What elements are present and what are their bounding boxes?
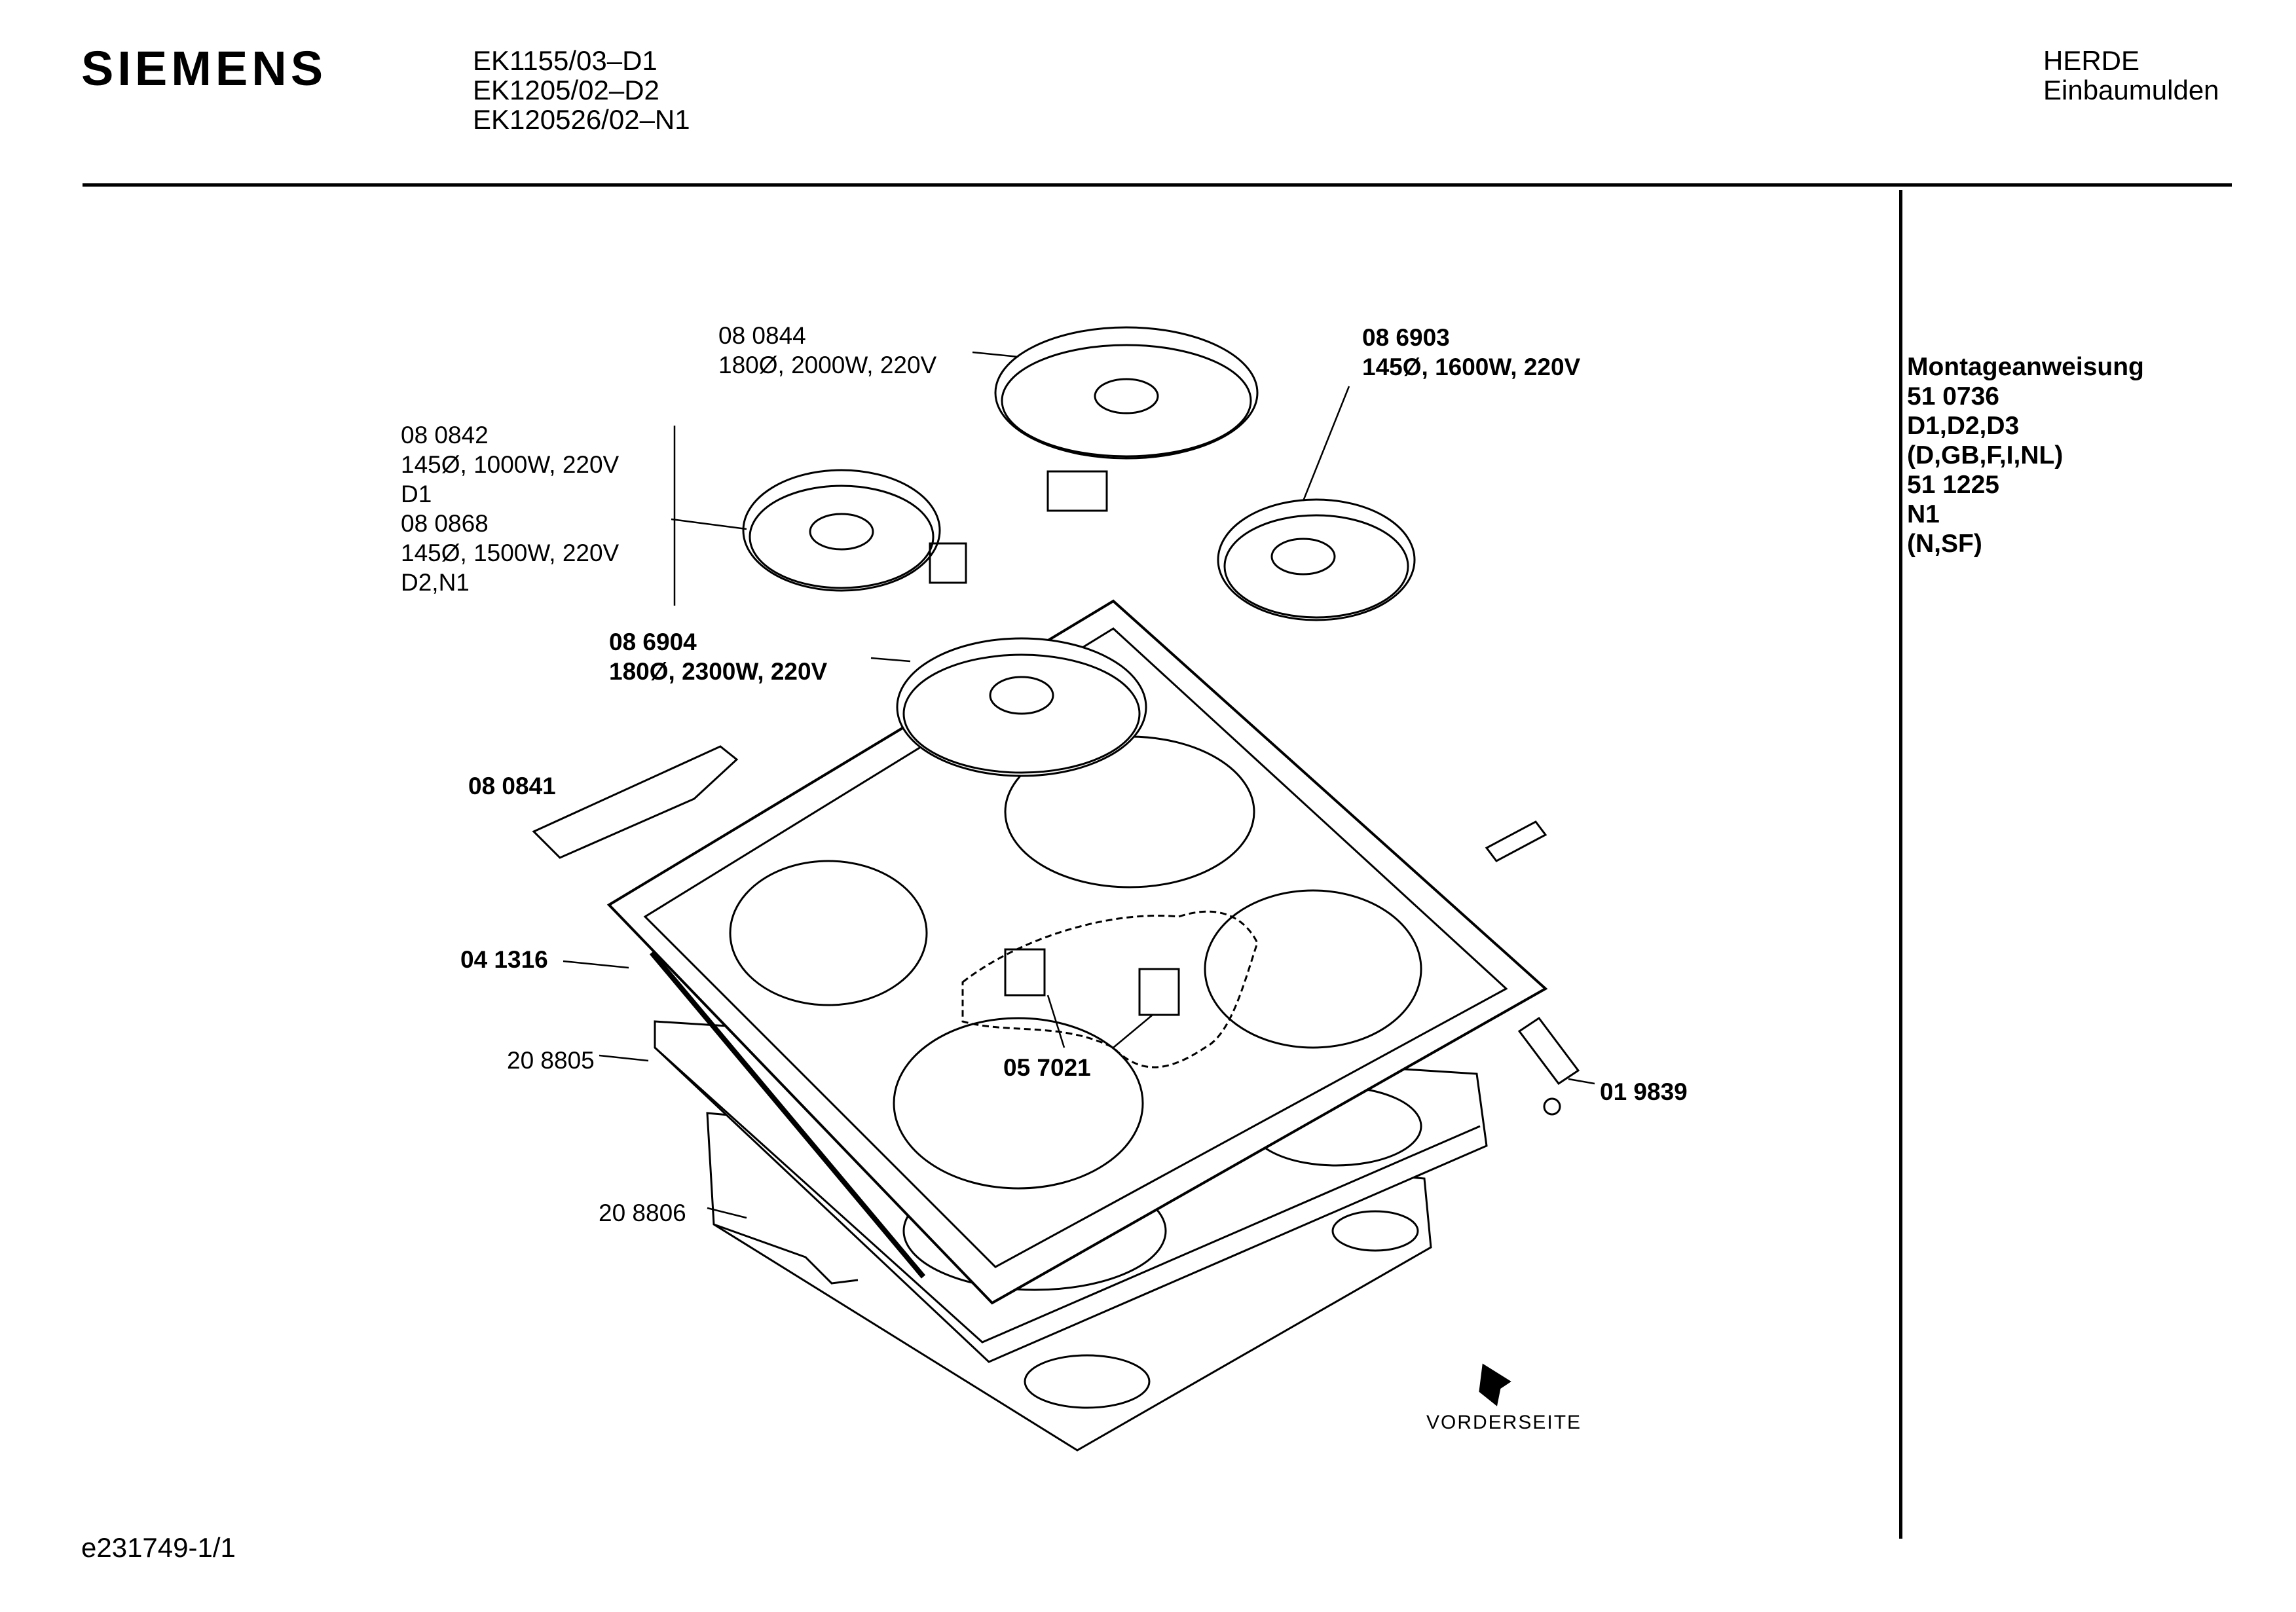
- part-spec: 145Ø, 1000W, 220V: [401, 451, 620, 478]
- part-label: 08 0841: [468, 773, 556, 799]
- category-line: Einbaumulden: [2043, 75, 2219, 105]
- note-line: 51 0736: [1907, 382, 1999, 411]
- hotplate-small-right: [1218, 500, 1415, 620]
- part-label: 04 1316: [460, 946, 548, 973]
- note-line: Montageanweisung: [1907, 353, 2144, 381]
- part-spec: 180Ø, 2000W, 220V: [718, 352, 937, 378]
- part-label: 08 0844 180Ø, 2000W, 220V: [718, 321, 936, 380]
- part-number: 08 0842: [401, 422, 489, 449]
- part-number: 08 0844: [718, 322, 806, 349]
- model-number: EK1205/02–D2: [473, 75, 659, 105]
- part-number: 08 6904: [609, 629, 697, 655]
- part-label: 20 8806: [599, 1200, 686, 1226]
- part-spec: 145Ø, 1600W, 220V: [1362, 354, 1581, 380]
- front-arrow-icon: [1480, 1365, 1509, 1404]
- category-line: HERDE: [2043, 45, 2140, 76]
- part-number: 08 6903: [1362, 324, 1450, 351]
- part-label: 08 0842 145Ø, 1000W, 220V D1 08 0868 145…: [401, 420, 619, 597]
- fixing-bracket: [1519, 1018, 1578, 1084]
- installation-note: Montageanweisung 51 0736 D1,D2,D3 (D,GB,…: [1907, 352, 2144, 559]
- screw: [1544, 1099, 1560, 1114]
- model-number: EK120526/02–N1: [473, 104, 690, 135]
- front-side-label: VORDERSEITE: [1426, 1412, 1582, 1433]
- hotplate-small-left: [743, 470, 966, 591]
- note-line: N1: [1907, 500, 1940, 528]
- part-label: 01 9839: [1600, 1078, 1688, 1105]
- category-label: HERDE Einbaumulden: [2043, 46, 2219, 105]
- part-spec: 145Ø, 1500W, 220V: [401, 540, 620, 566]
- part-variant: D2,N1: [401, 569, 470, 596]
- note-line: (D,GB,F,I,NL): [1907, 441, 2064, 469]
- model-number: EK1155/03–D1: [473, 45, 657, 76]
- terminal-block: [1139, 969, 1179, 1015]
- part-label: 20 8805: [507, 1047, 595, 1074]
- terminal-block: [1005, 949, 1045, 995]
- fixing-clip: [1487, 822, 1546, 861]
- part-number: 08 0868: [401, 510, 489, 537]
- part-label: 05 7021: [1003, 1054, 1091, 1081]
- hotplate-large-back: [995, 327, 1257, 511]
- leader-lines: [563, 352, 1595, 1218]
- mounting-bracket: [534, 746, 737, 858]
- document-id: e231749-1/1: [81, 1532, 236, 1563]
- part-label: 08 6904 180Ø, 2300W, 220V: [609, 627, 827, 686]
- hotplate-large-front: [897, 638, 1146, 776]
- sealing-strip: [652, 953, 923, 1277]
- note-line: (N,SF): [1907, 530, 1982, 558]
- sidebar-divider: [1899, 190, 1902, 1539]
- note-line: D1,D2,D3: [1907, 412, 2020, 440]
- part-label: 08 6903 145Ø, 1600W, 220V: [1362, 323, 1580, 382]
- header-divider: [83, 183, 2232, 187]
- model-list: EK1155/03–D1 EK1205/02–D2 EK120526/02–N1: [473, 46, 690, 134]
- part-spec: 180Ø, 2300W, 220V: [609, 658, 828, 685]
- note-line: 51 1225: [1907, 471, 1999, 499]
- part-variant: D1: [401, 481, 432, 507]
- brand-logo: SIEMENS: [81, 41, 327, 96]
